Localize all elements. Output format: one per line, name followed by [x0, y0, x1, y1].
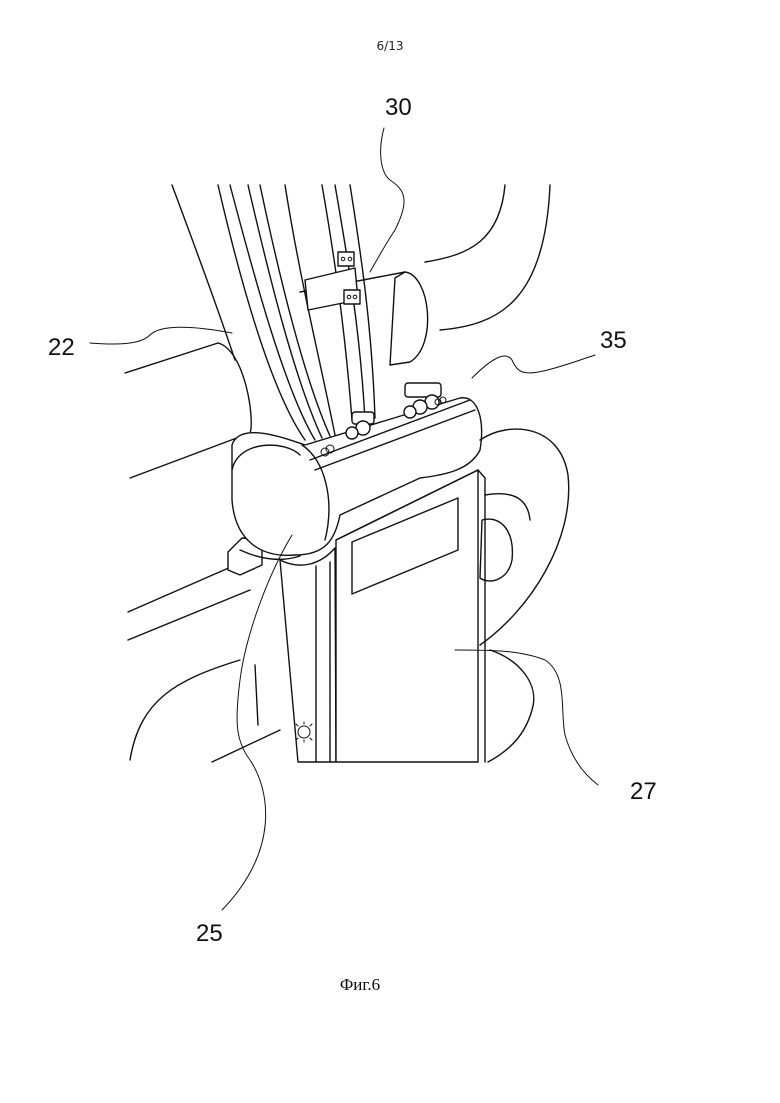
- ref-numeral-30: 30: [385, 96, 412, 120]
- ref-numeral-35: 35: [600, 329, 627, 353]
- column: [240, 548, 336, 762]
- arm-outer-edge: [172, 185, 235, 360]
- leader-lines: [90, 128, 598, 910]
- ref-numeral-25: 25: [196, 922, 223, 946]
- leader-25: [222, 535, 292, 910]
- leader-35: [472, 355, 595, 378]
- base-members: [128, 563, 280, 762]
- leader-30: [370, 128, 404, 272]
- figure-caption: Фиг.6: [0, 975, 720, 995]
- ref-numeral-22: 22: [48, 336, 75, 360]
- leader-22: [90, 327, 232, 344]
- housing-block: [336, 470, 485, 762]
- cross-tube: [300, 252, 428, 365]
- rear-tube: [425, 185, 550, 330]
- mast-rails: [218, 185, 375, 440]
- ref-numeral-27: 27: [630, 780, 657, 804]
- right-tube: [480, 429, 569, 762]
